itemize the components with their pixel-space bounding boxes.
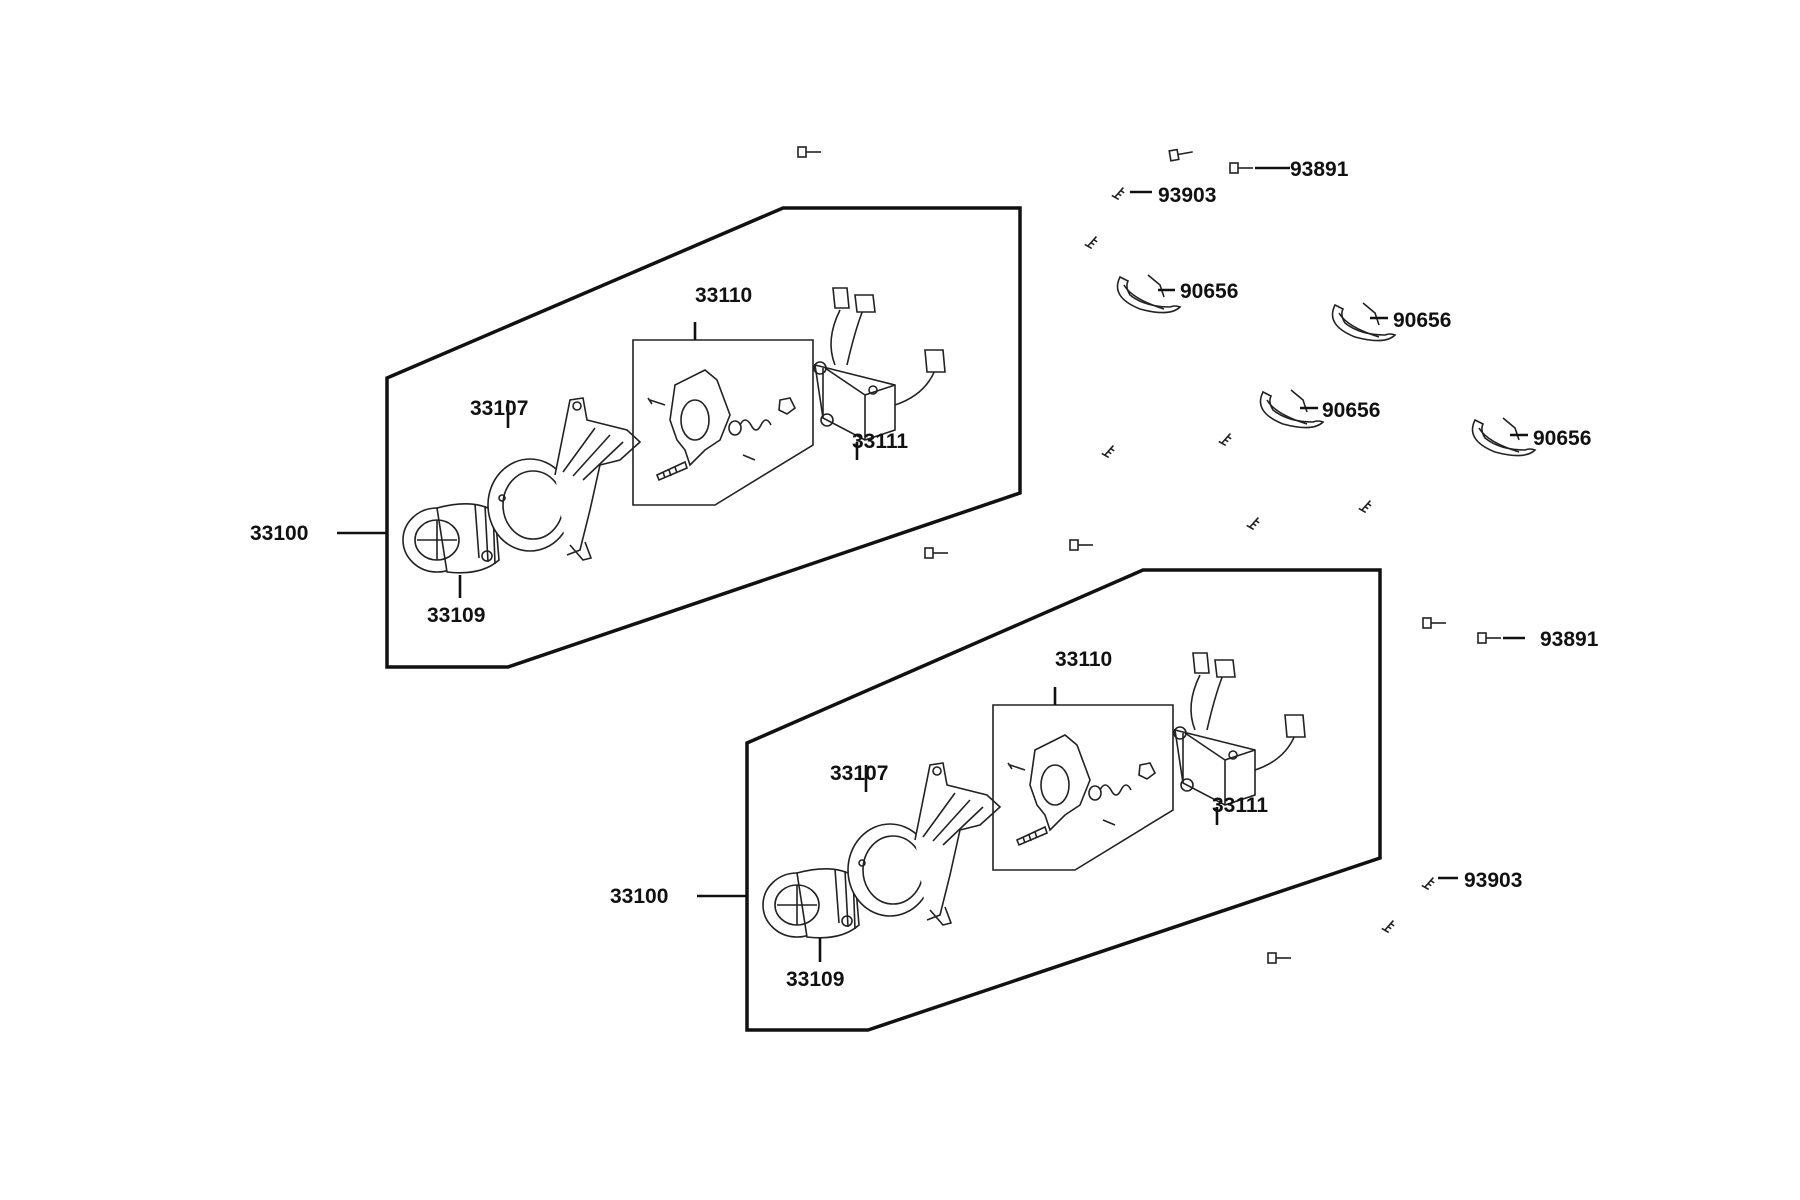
- label-clamp-1: 90656: [1180, 280, 1238, 303]
- assembly-outline: [385, 206, 1022, 669]
- label-harness-box: 33111: [1212, 794, 1268, 817]
- label-housing: 33107: [470, 397, 528, 420]
- label-screw-top: 93903: [1158, 184, 1216, 207]
- label-lamp: 33109: [427, 604, 485, 627]
- label-adjuster-kit: 33110: [1055, 648, 1112, 671]
- label-assembly: 33100: [250, 522, 308, 545]
- label-lamp: 33109: [786, 968, 844, 991]
- label-adjuster-kit: 33110: [695, 284, 752, 307]
- label-clamp-2: 90656: [1393, 309, 1451, 332]
- label-bolt-right: 93891: [1540, 628, 1599, 651]
- assembly-outline: [745, 568, 1382, 1032]
- hardware-parts: 93891 93903 90656 90656 90656 90656 9389…: [797, 146, 1599, 964]
- label-screw-right: 93903: [1464, 869, 1522, 892]
- label-clamp-4: 90656: [1533, 427, 1591, 450]
- label-harness-box: 33111: [852, 430, 908, 453]
- assembly-group-2: 33100 33107 33109 33110 33111: [610, 568, 1382, 1032]
- label-bolt-top: 93891: [1290, 158, 1349, 181]
- label-housing: 33107: [830, 762, 888, 785]
- label-assembly: 33100: [610, 885, 668, 908]
- label-clamp-3: 90656: [1322, 399, 1380, 422]
- assembly-group-1: 33100 33107 33109 33110 33111: [250, 206, 1022, 669]
